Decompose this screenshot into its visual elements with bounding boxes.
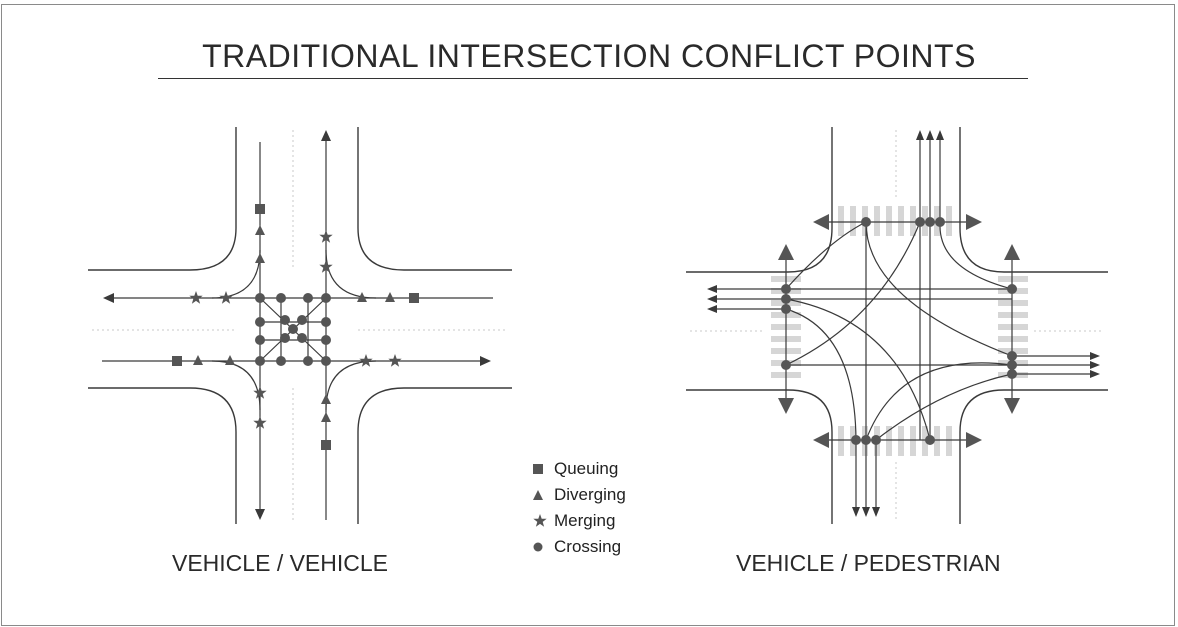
lane-center-lines — [92, 130, 508, 520]
queuing-markers — [172, 204, 419, 450]
square-icon — [532, 463, 554, 475]
arrowheads — [103, 130, 491, 520]
circle-icon — [532, 541, 554, 553]
legend: Queuing Diverging Merging Crossing — [532, 456, 626, 560]
vehicle-paths — [716, 140, 1092, 508]
curb-lines — [686, 127, 1108, 524]
caption-vehicle-vehicle: VEHICLE / VEHICLE — [172, 550, 389, 576]
legend-label: Diverging — [554, 485, 626, 504]
legend-label: Crossing — [554, 537, 622, 556]
triangle-icon — [532, 489, 554, 501]
legend-item-merging: Merging — [532, 508, 626, 534]
vehicle-arrowheads — [707, 130, 1100, 517]
curb-lines — [88, 127, 512, 524]
legend-label: Queuing — [554, 459, 619, 478]
diverging-markers — [193, 225, 395, 422]
legend-item-diverging: Diverging — [532, 482, 626, 508]
vehicle-vehicle-intersection — [88, 127, 512, 524]
star-icon — [532, 513, 554, 529]
crossing-markers — [255, 293, 331, 366]
crosswalks — [771, 206, 1028, 456]
title-underline — [158, 78, 1028, 79]
caption-vehicle-pedestrian: VEHICLE / PEDESTRIAN — [736, 550, 1001, 576]
legend-label: Merging — [554, 511, 616, 530]
diagram-frame — [1, 4, 1175, 626]
crossing-markers — [781, 217, 1017, 445]
legend-item-queuing: Queuing — [532, 456, 626, 482]
legend-item-crossing: Crossing — [532, 534, 626, 560]
lane-center-lines — [690, 130, 1104, 520]
vehicle-pedestrian-intersection — [686, 127, 1108, 524]
pedestrian-arrowheads — [778, 214, 1020, 448]
diagram-title: TRADITIONAL INTERSECTION CONFLICT POINTS — [202, 38, 976, 74]
